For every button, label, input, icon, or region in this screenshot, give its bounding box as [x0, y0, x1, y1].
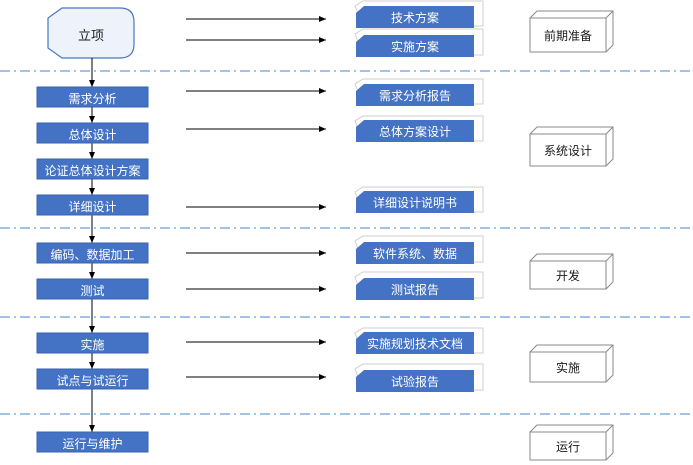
- process-box-testing: [36, 278, 149, 300]
- process-box-coding: [36, 242, 149, 264]
- process-box-operation-maintenance: [36, 431, 149, 453]
- phase-box-preparation: [529, 10, 614, 53]
- phase-box-implementation: [529, 344, 614, 383]
- output-doc-technical-plan: [354, 0, 484, 28]
- output-doc-implementation-plan: [354, 28, 484, 57]
- process-box-pilot-run: [36, 368, 149, 390]
- output-doc-overall-design: [354, 115, 484, 142]
- output-doc-trial-report: [354, 363, 484, 392]
- phase-separators: [0, 70, 693, 415]
- process-box-overall-design: [36, 122, 149, 144]
- start-node: [47, 7, 135, 59]
- output-arrows: [186, 16, 326, 380]
- phase-box-development: [529, 253, 614, 290]
- phase-box-operation: [529, 424, 614, 461]
- output-doc-implementation-docs: [354, 327, 484, 354]
- output-doc-software-data: [354, 235, 484, 264]
- process-box-design-review: [36, 158, 149, 180]
- process-box-implementation: [36, 332, 149, 354]
- process-box-requirements-analysis: [36, 86, 149, 108]
- phase-box-system-design: [529, 126, 614, 167]
- output-doc-detailed-design-spec: [354, 186, 484, 213]
- output-doc-requirements-report: [354, 78, 484, 106]
- process-box-detailed-design: [36, 194, 149, 216]
- output-doc-test-report: [354, 271, 484, 300]
